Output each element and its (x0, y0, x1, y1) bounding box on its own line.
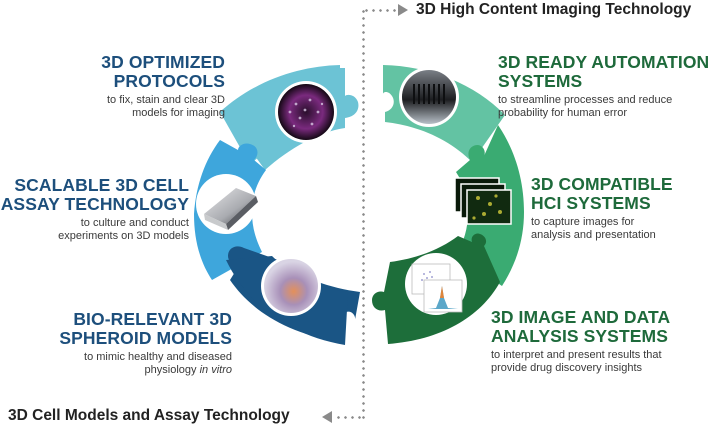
feature-description: probability for human error (498, 106, 628, 119)
top-axis-label: 3D High Content Imaging Technology (416, 1, 692, 18)
top-arrow-dotted-line (363, 9, 397, 12)
segment-left-mid (194, 140, 266, 280)
feature-3d-compatible-hci: 3D COMPATIBLE HCI SYSTEMS to capture ima… (531, 175, 673, 241)
feature-heading: 3D OPTIMIZED (101, 52, 225, 72)
description-text: physiology (144, 363, 200, 376)
feature-heading: 3D COMPATIBLE (531, 174, 673, 194)
feature-heading: SPHEROID MODELS (59, 328, 232, 348)
feature-heading: PROTOCOLS (113, 71, 225, 91)
divider-dotted-line (362, 8, 365, 420)
spheroid-cell-icon (264, 259, 318, 313)
feature-description: to mimic healthy and diseased (84, 351, 232, 363)
feature-3d-optimized-protocols: 3D OPTIMIZED PROTOCOLS to fix, stain and… (101, 53, 225, 119)
feature-description: physiology in vitro (59, 364, 232, 377)
feature-description: analysis and presentation (531, 228, 656, 241)
feature-description: to fix, stain and clear 3D (106, 94, 225, 106)
stained-spheroid-micrograph-icon (278, 84, 334, 140)
arrow-right-icon (398, 4, 408, 16)
feature-heading: SCALABLE 3D CELL (14, 175, 189, 195)
description-italic-text: in vitro (199, 363, 232, 376)
feature-description: experiments on 3D models (58, 229, 189, 242)
segment-right-top (383, 65, 505, 162)
feature-heading: BIO-RELEVANT 3D (73, 309, 232, 329)
feature-description: to interpret and present results that (491, 349, 662, 361)
segment-right-bottom (372, 233, 500, 344)
feature-description: to streamline processes and reduce (498, 94, 673, 106)
feature-heading: SYSTEMS (498, 71, 583, 91)
feature-bio-relevant-spheroid-models: BIO-RELEVANT 3D SPHEROID MODELS to mimic… (59, 310, 232, 376)
feature-heading: ASSAY TECHNOLOGY (0, 194, 189, 214)
segment-left-bottom (226, 246, 360, 345)
arrow-left-icon (322, 411, 332, 423)
feature-heading: 3D IMAGE AND DATA (491, 307, 671, 327)
feature-description: models for imaging (132, 106, 225, 119)
bottom-axis-label: 3D Cell Models and Assay Technology (8, 407, 290, 424)
scatter-histogram-plots-icon (411, 263, 463, 313)
feature-scalable-3d-cell-assay: SCALABLE 3D CELL ASSAY TECHNOLOGY to cul… (1, 176, 189, 242)
segment-left-top (220, 65, 359, 170)
feature-heading: 3D READY AUTOMATION (498, 52, 710, 72)
feature-3d-image-data-analysis: 3D IMAGE AND DATA ANALYSIS SYSTEMS to in… (491, 308, 670, 374)
feature-heading: HCI SYSTEMS (531, 193, 651, 213)
feature-description: to capture images for (531, 216, 635, 228)
feature-description: to culture and conduct (80, 217, 189, 229)
microplate-icon (204, 188, 258, 230)
bottom-arrow-dotted-line (335, 416, 365, 419)
feature-3d-ready-automation: 3D READY AUTOMATION SYSTEMS to streamlin… (498, 53, 709, 119)
feature-heading: ANALYSIS SYSTEMS (491, 326, 668, 346)
feature-description: provide drug discovery insights (491, 361, 643, 374)
